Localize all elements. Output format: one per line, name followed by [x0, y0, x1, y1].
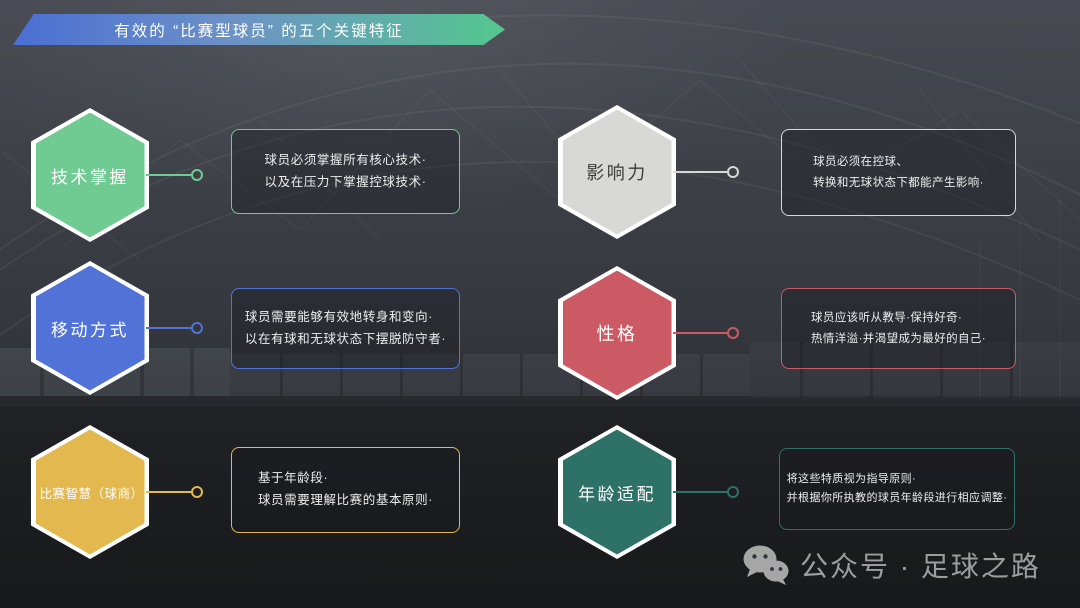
feature-label: 影响力: [586, 163, 648, 183]
connector-dot: [727, 166, 739, 178]
feature-label: 移动方式: [51, 320, 129, 340]
feature-desc-line2: 球员需要理解比赛的基本原则·: [257, 493, 434, 507]
connector-line: [146, 491, 192, 493]
connector-line: [673, 491, 727, 493]
connector-dot: [727, 486, 739, 498]
feature-description-box: 球员应该听从教导·保持好奇· 热情洋溢·并渴望成为最好的自己·: [781, 288, 1016, 369]
connector-dot: [727, 327, 739, 339]
connector-line: [673, 171, 727, 173]
feature-description-box: 球员必须在控球、 转换和无球状态下都能产生影响·: [781, 129, 1016, 216]
connector-line: [146, 327, 192, 329]
feature-desc-line1: 球员应该听从教导·保持好奇·: [810, 312, 963, 325]
connector-dot: [191, 322, 203, 334]
connector-line: [673, 332, 727, 334]
wechat-icon: [743, 545, 789, 585]
slide-title: 有效的 “比赛型球员” 的五个关键特征: [114, 22, 404, 40]
title-banner: 有效的 “比赛型球员” 的五个关键特征: [13, 14, 505, 45]
feature-desc-line1: 将这些特质视为指导原则·: [786, 472, 917, 485]
feature-desc-line2: 转换和无球状态下都能产生影响·: [813, 176, 984, 189]
hexagon-impact: 影响力: [558, 105, 676, 239]
watermark: 公众号 · 足球之路: [742, 544, 1041, 586]
feature-description-box: 球员必须掌握所有核心技术· 以及在压力下掌握控球技术·: [231, 129, 460, 214]
hexagon-movement: 移动方式: [31, 261, 149, 395]
feature-label: 比赛智慧（球商）: [39, 486, 144, 501]
hexagon-character: 性格: [558, 266, 676, 400]
connector-line: [146, 174, 192, 176]
feature-description-box: 基于年龄段· 球员需要理解比赛的基本原则·: [231, 447, 460, 533]
watermark-label: 公众号 · 足球之路: [800, 551, 1041, 582]
feature-desc-line2: 以及在压力下掌握控球技术·: [264, 174, 427, 189]
feature-desc-line1: 球员需要能够有效地转身和变向·: [244, 309, 434, 324]
feature-desc-line2: 并根据你所执教的球员年龄段进行相应调整·: [786, 492, 1008, 504]
feature-desc-line2: 以在有球和无球状态下摆脱防守者·: [244, 331, 447, 346]
connector-dot: [191, 486, 203, 498]
feature-label: 年龄适配: [578, 484, 656, 504]
feature-desc-line1: 球员必须掌握所有核心技术·: [264, 152, 427, 167]
feature-label: 技术掌握: [51, 167, 129, 187]
feature-label: 性格: [596, 324, 638, 344]
feature-description-box: 球员需要能够有效地转身和变向· 以在有球和无球状态下摆脱防守者·: [231, 288, 460, 369]
feature-desc-line2: 热情洋溢·并渴望成为最好的自己·: [810, 332, 987, 345]
feature-desc-line1: 基于年龄段·: [257, 471, 329, 486]
feature-description-box: 将这些特质视为指导原则· 并根据你所执教的球员年龄段进行相应调整·: [779, 448, 1015, 530]
connector-dot: [191, 169, 203, 181]
feature-desc-line1: 球员必须在控球、: [813, 156, 909, 169]
